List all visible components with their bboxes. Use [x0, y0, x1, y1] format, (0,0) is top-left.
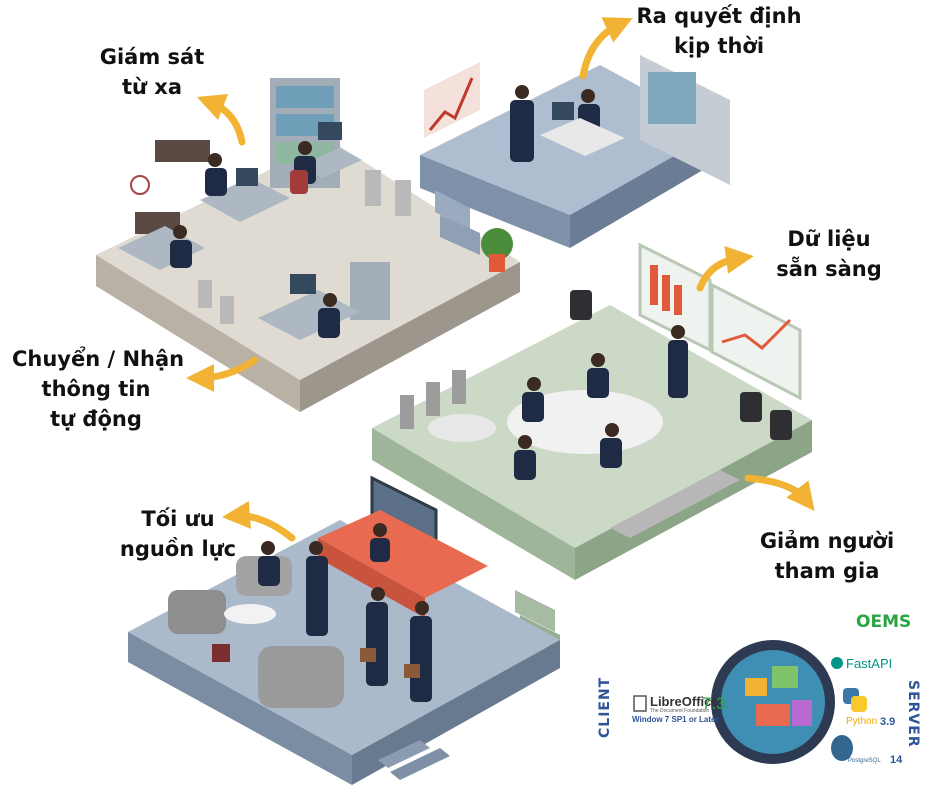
office-floor-meeting-room: [372, 242, 812, 655]
label-line: sẵn sàng: [776, 257, 882, 281]
label-reduce-participants: Giảm người tham gia: [752, 526, 902, 586]
arrow-optimize-resources: [222, 500, 296, 542]
label-line: Dữ liệu: [787, 227, 871, 251]
arrow-reduce-participants: [744, 474, 815, 512]
label-line: Tối ưu: [141, 507, 215, 531]
label-data-ready: Dữ liệu sẵn sàng: [775, 224, 883, 284]
libreoffice-name: LibreOffice: [650, 694, 719, 709]
label-remote-monitoring: Giám sát từ xa: [96, 42, 208, 102]
arrow-remote-monitoring: [196, 93, 246, 146]
tech-stack-badge: [633, 640, 867, 764]
label-auto-transfer: Chuyển / Nhận thông tin tự động: [12, 344, 185, 434]
label-line: Giảm người: [759, 529, 895, 553]
libreoffice-version: 7.3: [702, 694, 726, 713]
label-line: tự động: [50, 407, 142, 431]
postgresql-version: 14: [890, 754, 903, 766]
office-floor-lobby: [128, 475, 560, 785]
label-line: kịp thời: [673, 34, 765, 58]
libreoffice-requirement: Window 7 SP1 or Later: [632, 715, 719, 724]
label-line: từ xa: [121, 75, 183, 99]
label-line: tham gia: [774, 559, 880, 583]
oems-title: OEMS: [856, 612, 912, 632]
server-label: SERVER: [905, 680, 921, 748]
label-timely-decision: Ra quyết định kịp thời: [635, 1, 803, 61]
label-line: Ra quyết định: [636, 4, 802, 28]
libreoffice-org: The Document Foundation: [650, 708, 710, 714]
benefit-arrows: [186, 17, 815, 542]
label-line: Giám sát: [99, 45, 205, 69]
office-floor-top-right: [420, 55, 730, 255]
label-optimize-resources: Tối ưu nguồn lực: [112, 504, 244, 564]
arrow-data-ready: [696, 245, 754, 292]
libreoffice-icon: [633, 695, 647, 712]
python-label: Python: [846, 716, 878, 727]
label-line: Chuyển / Nhận: [12, 347, 185, 371]
postgresql-label: PostgreSQL: [848, 758, 881, 764]
client-label: CLIENT: [597, 676, 613, 738]
python-version: 3.9: [880, 716, 896, 728]
label-line: thông tin: [41, 377, 151, 401]
fastapi-icon: [831, 657, 843, 669]
office-floor-top-left: [96, 78, 520, 412]
label-line: nguồn lực: [119, 537, 237, 561]
fastapi-label: FastAPI: [846, 656, 893, 671]
arrow-timely-decision: [579, 17, 633, 80]
postgresql-icon: [831, 735, 853, 761]
arrow-auto-transfer: [186, 356, 259, 392]
